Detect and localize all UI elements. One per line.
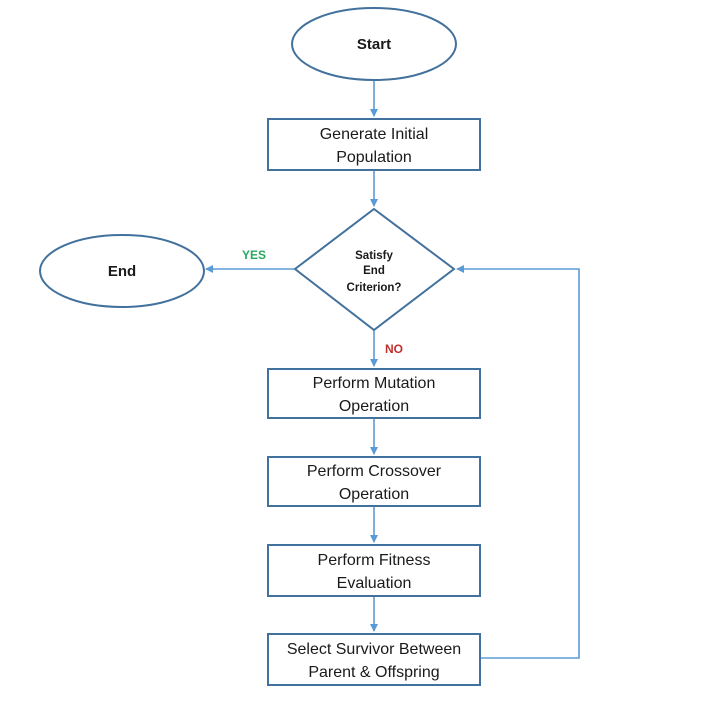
select-step-line-2: Parent & Offspring [308,664,439,681]
fitness-step-line-2: Evaluation [337,575,412,592]
start-label: Start [357,36,391,53]
decision-line-1: Satisfy [355,250,393,262]
end-node: End [39,234,205,308]
crossover-step-line-1: Perform Crossover [307,463,442,480]
decision-line-2: End [363,265,385,277]
fitness-step-line-1: Perform Fitness [318,552,431,569]
select-survivor-step: Select Survivor Between Parent & Offspri… [267,633,481,686]
arrow-select-loop-back-to-decision [456,265,580,659]
mutation-step-line-2: Operation [339,398,409,415]
crossover-step-line-2: Operation [339,486,409,503]
yes-label: YES [242,248,266,262]
no-label: NO [385,342,403,356]
end-label: End [108,263,136,280]
crossover-step: Perform Crossover Operation [267,456,481,507]
decision-line-3: Criterion? [347,282,402,294]
fitness-step: Perform Fitness Evaluation [267,544,481,597]
select-step-line-1: Select Survivor Between [287,641,461,658]
generate-population-step: Generate Initial Population [267,118,481,171]
generate-step-line-1: Generate Initial [320,126,429,143]
end-criterion-decision: Satisfy End Criterion? [293,207,456,332]
mutation-step-line-1: Perform Mutation [313,375,436,392]
connectors [205,81,580,659]
mutation-step: Perform Mutation Operation [267,368,481,419]
start-node: Start [291,7,457,81]
generate-step-line-2: Population [336,149,412,166]
